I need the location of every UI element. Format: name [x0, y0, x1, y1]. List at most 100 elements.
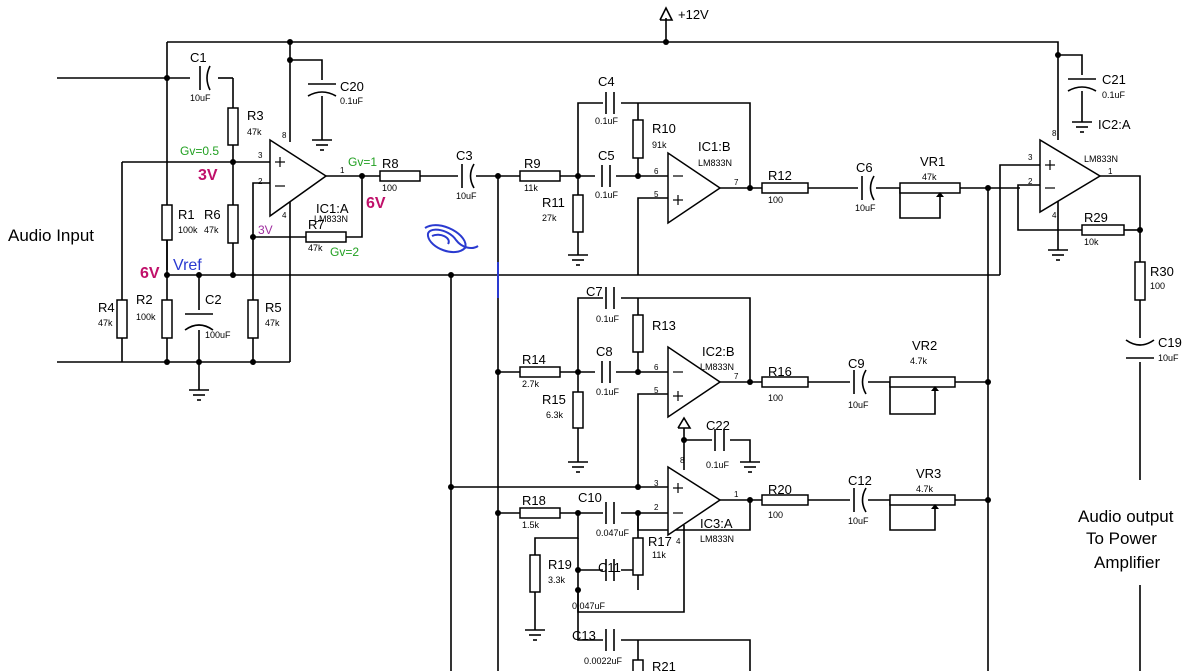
resistor-r17 [632, 537, 644, 576]
r10-ref: R10 [652, 121, 676, 136]
c6-ref: C6 [856, 160, 873, 175]
r12-ref: R12 [768, 168, 792, 183]
pin-ic3a-8: 8 [680, 456, 685, 465]
capacitor-c4 [603, 92, 621, 114]
c7-val: 0.1uF [596, 314, 620, 324]
pin-ic1a-1: 1 [340, 166, 345, 175]
capacitor-c7 [603, 287, 621, 309]
audio-output-label-2: To Power [1086, 529, 1157, 548]
capacitor-c1 [196, 65, 212, 91]
pin-ic1a-8: 8 [282, 131, 287, 140]
vr1-val: 47k [922, 172, 937, 182]
vr2-ref: VR2 [912, 338, 937, 353]
resistor-r5 [247, 299, 259, 339]
c5-ref: C5 [598, 148, 615, 163]
capacitor-c12 [850, 487, 868, 513]
pin-ic2b-5: 5 [654, 386, 659, 395]
c12-val: 10uF [848, 516, 869, 526]
capacitor-c19 [1125, 338, 1155, 362]
c10-val: 0.047uF [596, 528, 630, 538]
pin-ic3a-3: 3 [654, 479, 659, 488]
r6-val: 47k [204, 225, 219, 235]
pin-ic1a-4: 4 [282, 211, 287, 220]
r19-ref: R19 [548, 557, 572, 572]
resistor-r15 [572, 391, 584, 429]
r1-val: 100k [178, 225, 198, 235]
c9-val: 10uF [848, 400, 869, 410]
ground-icon [568, 254, 588, 266]
ic2a-part: LM833N [1084, 154, 1118, 164]
resistor-r7 [305, 231, 347, 243]
ic3a-ref: IC3:A [700, 516, 733, 531]
audio-output-label-3: Amplifier [1094, 553, 1160, 572]
wires [57, 18, 1141, 671]
capacitor-c8 [598, 361, 616, 383]
pin-ic2a-3: 3 [1028, 153, 1033, 162]
c10-ref: C10 [578, 490, 602, 505]
ground-icon [740, 461, 760, 473]
note-gv-05: Gv=0.5 [180, 144, 219, 158]
resistor-r21 [632, 659, 644, 671]
resistor-r10 [632, 119, 644, 159]
resistors [116, 107, 1146, 671]
r4-ref: R4 [98, 300, 115, 315]
r30-val: 100 [1150, 281, 1165, 291]
capacitor-c3 [458, 163, 476, 189]
opamp-ic1a [269, 138, 328, 218]
resistor-r11 [572, 194, 584, 233]
r21-ref: R21 [652, 659, 676, 671]
c2-ref: C2 [205, 292, 222, 307]
ic1b-ref: IC1:B [698, 139, 731, 154]
c2-val: 100uF [205, 330, 231, 340]
c20-val: 0.1uF [340, 96, 364, 106]
ground-icon [525, 629, 545, 641]
capacitor-c20 [307, 80, 337, 97]
ic3a-part: LM833N [700, 534, 734, 544]
opamp-ic2b [667, 345, 722, 419]
r9-val: 11k [524, 183, 538, 193]
resistor-r14 [519, 366, 561, 378]
note-6v-ref: 6V [140, 265, 160, 282]
c21-val: 0.1uF [1102, 90, 1126, 100]
c1-val: 10uF [190, 93, 211, 103]
r16-val: 100 [768, 393, 783, 403]
resistor-r9 [519, 170, 561, 182]
c3-ref: C3 [456, 148, 473, 163]
pin-ic1b-5: 5 [654, 190, 659, 199]
r29-ref: R29 [1084, 210, 1108, 225]
pot-vr3 [889, 494, 956, 506]
r15-ref: R15 [542, 392, 566, 407]
r12-val: 100 [768, 195, 783, 205]
c6-val: 10uF [855, 203, 876, 213]
pin-ic2a-8: 8 [1052, 129, 1057, 138]
scribble-mark [424, 224, 499, 298]
r30-ref: R30 [1150, 264, 1174, 279]
c13-ref: C13 [572, 628, 596, 643]
c3-val: 10uF [456, 191, 477, 201]
r7-ref: R7 [308, 217, 325, 232]
c4-ref: C4 [598, 74, 615, 89]
opamp-ic3a [667, 465, 722, 537]
pin-ic3a-1: 1 [734, 490, 739, 499]
resistor-r30 [1134, 261, 1146, 301]
junctions [164, 39, 1143, 593]
capacitor-c6 [858, 175, 876, 201]
r5-ref: R5 [265, 300, 282, 315]
r20-ref: R20 [768, 482, 792, 497]
c20-ref: C20 [340, 79, 364, 94]
c11-val: 0.047uF [572, 601, 606, 611]
r18-val: 1.5k [522, 520, 540, 530]
vcc-label: +12V [678, 7, 709, 22]
r7-val: 47k [308, 243, 323, 253]
pin-ic1b-7: 7 [734, 178, 739, 187]
c12-ref: C12 [848, 473, 872, 488]
c8-val: 0.1uF [596, 387, 620, 397]
c5-val: 0.1uF [595, 190, 619, 200]
potentiometers [889, 182, 961, 509]
resistor-r18 [519, 507, 561, 519]
r3-val: 47k [247, 127, 262, 137]
resistor-r16 [761, 376, 809, 388]
pot-vr1 [899, 182, 961, 194]
resistor-r4 [116, 299, 128, 339]
